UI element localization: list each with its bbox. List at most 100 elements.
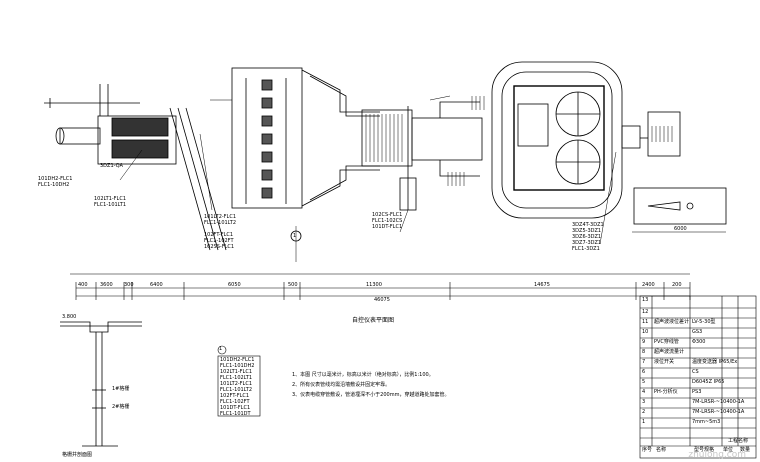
tb-row-number: 6 bbox=[642, 369, 646, 375]
legend-item: 101DT-FLC1 bbox=[220, 405, 251, 411]
dim-seg-4: 6400 bbox=[150, 282, 163, 288]
tag-right-5: FLC1-3DZ1 bbox=[572, 246, 600, 252]
dim-seg-7: 11300 bbox=[366, 282, 382, 288]
tb-row-name: 超声波流量计 bbox=[654, 349, 685, 355]
tb-header-no: 序号 bbox=[642, 447, 653, 453]
plan-linework bbox=[44, 61, 727, 262]
tb-row-number: 12 bbox=[642, 309, 649, 315]
tb-row-spec: CS bbox=[692, 369, 699, 375]
legend-item: 101LT2-FLC1 bbox=[220, 381, 253, 387]
tb-row-spec: 温度变送器 IP65/Ex bbox=[692, 359, 738, 365]
tb-row-number: 13 bbox=[642, 297, 649, 303]
legend-item: FLC1-101DT bbox=[220, 411, 251, 417]
tb-row-number: 1 bbox=[642, 419, 646, 425]
control-room bbox=[517, 103, 549, 147]
tag-mid-5: 102SS-FLC1 bbox=[204, 244, 235, 250]
tb-row-spec: 7mm~5m3 bbox=[692, 419, 721, 425]
tag-left-5: FLC1-101LT1 bbox=[94, 202, 127, 208]
legend-item: FLC1-101LT2 bbox=[220, 387, 253, 393]
tb-row-number: 4 bbox=[642, 389, 646, 395]
dim-seg-3: 300 bbox=[124, 282, 134, 288]
note-1: 1、本图 尺寸以毫米计，标高以米计（绝对标高），比例1:100。 bbox=[292, 372, 434, 378]
tag-right-2: 3DZ5-3DZ1 bbox=[572, 228, 602, 234]
inlet-pipe bbox=[59, 127, 101, 145]
callout-number: 1 bbox=[293, 233, 297, 239]
dim-right-box: 6000 bbox=[674, 226, 687, 232]
tag-right-3: 3DZ6-3DZ1 bbox=[572, 234, 602, 240]
tag-left-1: 101DH2-FLC1 bbox=[38, 176, 73, 182]
section-label-a: 1#格栅 bbox=[112, 386, 130, 392]
watermark: zhulong.com bbox=[688, 450, 746, 460]
note-2: 2、所有仪表管线均需沿墙敷设并固定牢靠。 bbox=[292, 382, 391, 388]
tb-header-unit: 单位 bbox=[723, 447, 734, 453]
legend-item: 102FT-FLC1 bbox=[220, 393, 250, 399]
tb-row-name: 液位开关 bbox=[654, 359, 675, 365]
section-view bbox=[60, 321, 142, 447]
tag-mid-4: FLC1-102FT bbox=[204, 238, 234, 244]
tb-header-spec: 型号规格 bbox=[694, 447, 715, 453]
tag-left-2: FLC1-10DH2 bbox=[38, 182, 70, 188]
tag-right-1: 3DZ4T-3DZ1 bbox=[572, 222, 604, 228]
legend-item: FLC1-102FT bbox=[220, 399, 250, 405]
tag-right-4: 3DZ7-3DZ1 bbox=[572, 240, 602, 246]
pump-house bbox=[231, 67, 303, 209]
dim-total: 46075 bbox=[374, 297, 390, 303]
tb-row-spec: D6045Z IP65 bbox=[692, 379, 725, 385]
tb-row-spec: 7M-LRSR-~10400-1A bbox=[692, 409, 745, 415]
tag-center-2: FLC1-102CS bbox=[372, 218, 403, 224]
tb-drawing-no: 工程名称 bbox=[728, 438, 749, 444]
dim-seg-5: 6050 bbox=[228, 282, 241, 288]
dim-seg-2: 3600 bbox=[100, 282, 113, 288]
detail-symbol bbox=[647, 201, 681, 211]
note-3: 3、仪表电缆穿管敷设，管道埋深不小于200mm，穿越道路处加套管。 bbox=[292, 392, 450, 398]
tag-mid-1: 101LT2-FLC1 bbox=[204, 214, 237, 220]
tb-row-name: PVC穿线管 bbox=[654, 339, 679, 345]
detail-box bbox=[633, 187, 727, 225]
tb-row-number: 2 bbox=[642, 409, 646, 415]
legend-item: 102LT1-FLC1 bbox=[220, 369, 253, 375]
tb-row-number: 8 bbox=[642, 349, 646, 355]
section-label-b: 2#格栅 bbox=[112, 404, 130, 410]
tb-row-number: 10 bbox=[642, 329, 649, 335]
tb-row-spec: 7M-LRSR-~10400-1A bbox=[692, 399, 745, 405]
section-title: 格栅井剖面图 bbox=[62, 452, 93, 458]
grit-basin-inner bbox=[513, 85, 605, 191]
legend-number: 1 bbox=[219, 346, 223, 352]
tb-row-name: 超声波液位差计 bbox=[654, 319, 690, 325]
tb-header-name: 名称 bbox=[656, 447, 667, 453]
tb-row-name: PH-分析仪 bbox=[654, 389, 678, 395]
coarse-screen-chamber bbox=[97, 115, 177, 165]
plan-title: 自控仪表平面图 bbox=[352, 317, 395, 324]
tag-center-3: 101DT-FLC1 bbox=[372, 224, 403, 230]
tag-mid-3: 102FT-FLC1 bbox=[204, 232, 234, 238]
dim-seg-6: 500 bbox=[288, 282, 298, 288]
tag-left-3: 3DZ1-QA bbox=[100, 163, 123, 169]
tb-row-spec: Φ300 bbox=[692, 339, 706, 345]
legend-item: FLC1-102LT1 bbox=[220, 375, 253, 381]
section-elevation: 3.800 bbox=[62, 314, 77, 320]
dim-seg-8: 14675 bbox=[534, 282, 550, 288]
title-block-grid bbox=[639, 295, 757, 459]
pump-group bbox=[261, 79, 273, 199]
legend-item: FLC1-101DH2 bbox=[220, 363, 255, 369]
tag-mid-2: FLC1-101LT2 bbox=[204, 220, 237, 226]
legend-item: 101DH2-FLC1 bbox=[220, 357, 255, 363]
tb-row-number: 7 bbox=[642, 359, 646, 365]
dim-seg-1: 400 bbox=[78, 282, 88, 288]
legend-box bbox=[217, 345, 261, 417]
screen-2 bbox=[111, 139, 169, 159]
outlet-well bbox=[647, 111, 681, 157]
fine-screen-chamber bbox=[361, 109, 413, 167]
dimension-line bbox=[70, 231, 726, 300]
tb-header-qty: 数量 bbox=[740, 447, 751, 453]
tb-row-number: 5 bbox=[642, 379, 646, 385]
tb-row-number: 11 bbox=[642, 319, 649, 325]
tb-row-spec: LV-5-30型 bbox=[692, 319, 716, 325]
dim-seg-9: 2400 bbox=[642, 282, 655, 288]
tb-row-number: 3 bbox=[642, 399, 646, 405]
screen-1 bbox=[111, 117, 169, 137]
tag-left-4: 102LT1-FLC1 bbox=[94, 196, 127, 202]
tb-row-spec: PS3 bbox=[692, 389, 702, 395]
tag-center-1: 102CS-FLC1 bbox=[372, 212, 403, 218]
